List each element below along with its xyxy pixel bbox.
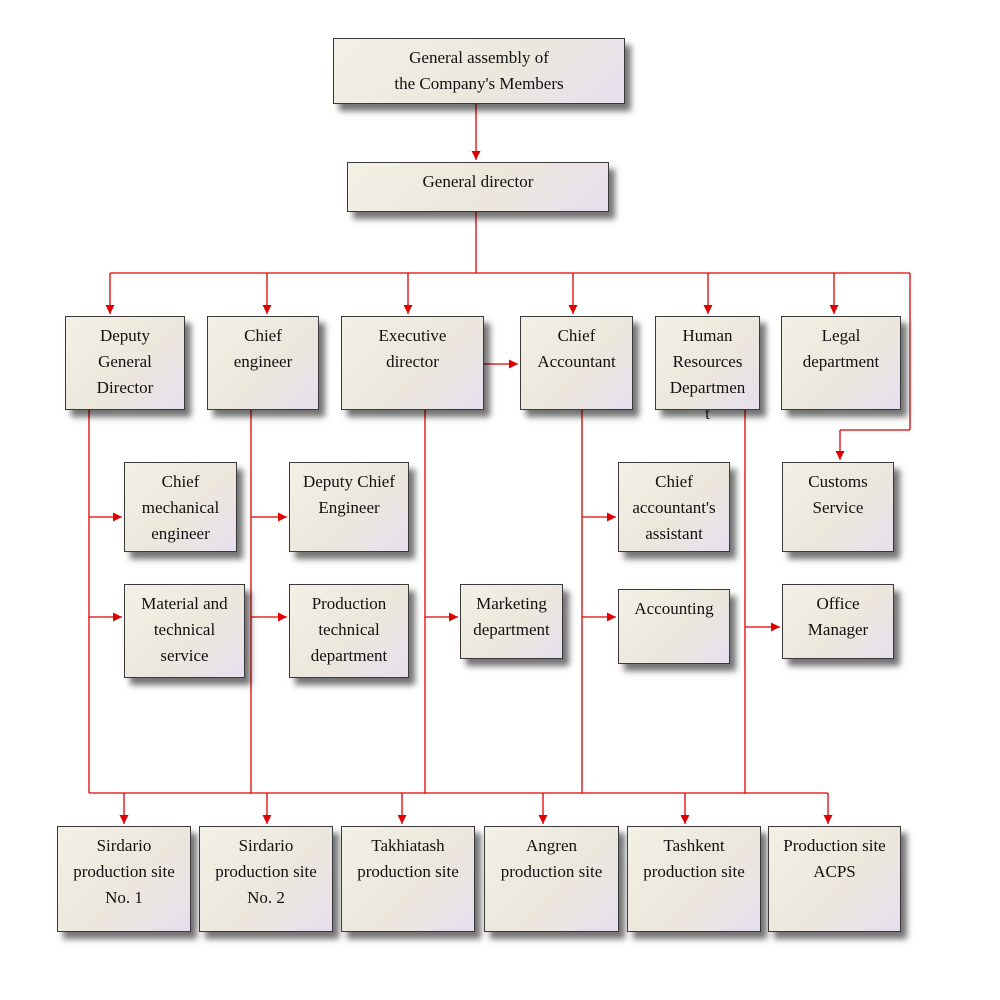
node-label: General assembly of the Company's Member… (394, 48, 564, 93)
node-label: Chief engineer (233, 326, 293, 371)
node-label: Marketing department (473, 594, 550, 639)
node-label: Deputy General Director (96, 326, 154, 397)
node-label: Deputy Chief Engineer (302, 472, 396, 517)
node-human-resources: Human Resources Departmen t (655, 316, 760, 423)
node-deputy-general-director: Deputy General Director (65, 316, 185, 410)
node-label: Angren production site (500, 836, 603, 881)
node-label: Human Resources Departmen t (669, 326, 746, 423)
node-accounting: Accounting (618, 589, 730, 664)
node-site-angren: Angren production site (484, 826, 619, 932)
node-label: Chief mechanical engineer (141, 472, 220, 543)
node-customs-service: Customs Service (782, 462, 894, 552)
node-label: Office Manager (807, 594, 869, 639)
node-label: General director (422, 172, 534, 191)
node-label: Chief accountant's assistant (632, 472, 716, 543)
node-chief-engineer: Chief engineer (207, 316, 319, 410)
node-chief-accountants-assistant: Chief accountant's assistant (618, 462, 730, 552)
node-production-technical-department: Production technical department (289, 584, 409, 678)
node-site-takhiatash: Takhiatash production site (341, 826, 475, 932)
node-label: Executive director (378, 326, 447, 371)
node-site-sirdario-1: Sirdario production site No. 1 (57, 826, 191, 932)
node-label: Production technical department (310, 594, 388, 665)
node-site-sirdario-2: Sirdario production site No. 2 (199, 826, 333, 932)
node-label: Sirdario production site No. 2 (215, 836, 317, 907)
node-legal-department: Legal department (781, 316, 901, 410)
node-deputy-chief-engineer: Deputy Chief Engineer (289, 462, 409, 552)
node-site-acps: Production site ACPS (768, 826, 901, 932)
node-material-technical-service: Material and technical service (124, 584, 245, 678)
node-label: Customs Service (808, 472, 868, 517)
node-site-tashkent: Tashkent production site (627, 826, 761, 932)
node-general-director: General director (347, 162, 609, 212)
node-label: Sirdario production site No. 1 (73, 836, 175, 907)
node-label: Takhiatash production site (357, 836, 459, 881)
node-label: Accounting (634, 599, 714, 618)
node-chief-accountant: Chief Accountant (520, 316, 633, 410)
node-office-manager: Office Manager (782, 584, 894, 659)
node-label: Production site ACPS (783, 836, 886, 881)
node-label: Tashkent production site (643, 836, 745, 881)
node-chief-mechanical-engineer: Chief mechanical engineer (124, 462, 237, 552)
node-label: Material and technical service (141, 594, 228, 665)
node-executive-director: Executive director (341, 316, 484, 410)
node-label: Chief Accountant (537, 326, 616, 371)
node-marketing-department: Marketing department (460, 584, 563, 659)
node-label: Legal department (802, 326, 880, 371)
node-general-assembly: General assembly of the Company's Member… (333, 38, 625, 104)
